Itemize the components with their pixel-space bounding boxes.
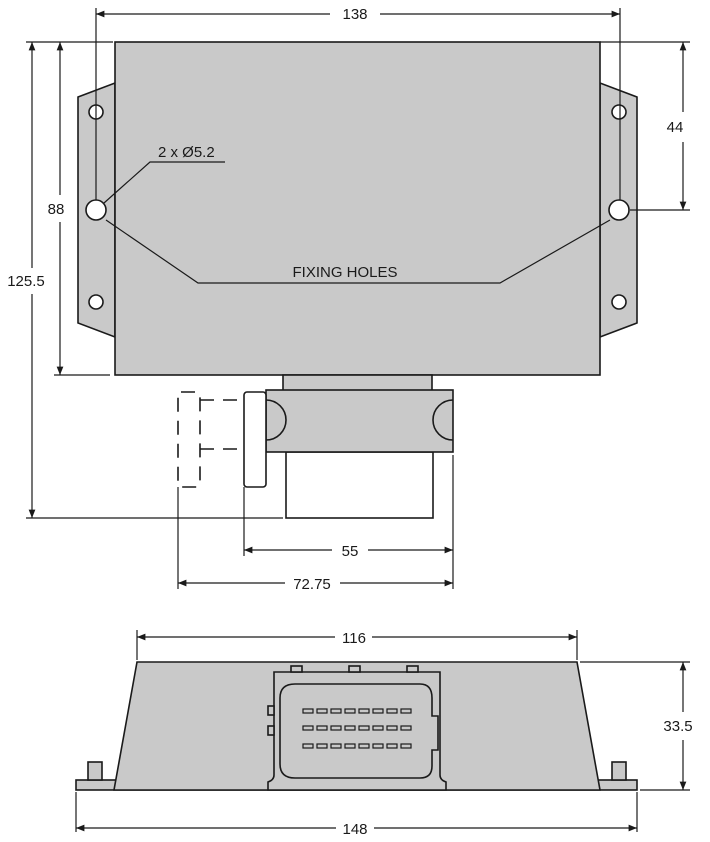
hole [611, 294, 627, 310]
fixing-hole [85, 199, 107, 221]
hole-label: 2 x Ø5.2 [158, 144, 215, 161]
fixing-hole [608, 199, 630, 221]
connector-pin [344, 743, 356, 749]
connector-pin [302, 708, 314, 714]
top-view: 2 x Ø5.2 FIXING HOLES 138 44 88 125.5 [7, 6, 690, 593]
connector-pin [302, 743, 314, 749]
side-view: 116 33.5 148 [75, 630, 693, 838]
connector-pin [386, 743, 398, 749]
connector-pin [330, 725, 342, 731]
connector-pin [316, 708, 328, 714]
connector-pin [344, 708, 356, 714]
dim-88: 88 [48, 201, 65, 218]
stud [87, 761, 103, 781]
connector-pin [358, 708, 370, 714]
dim-33-5: 33.5 [663, 718, 692, 735]
connector-body [265, 389, 454, 453]
hole [611, 104, 627, 120]
dim-55: 55 [342, 543, 359, 560]
fixing-holes-label: FIXING HOLES [292, 264, 397, 281]
connector-pin [316, 725, 328, 731]
hole [88, 294, 104, 310]
connector-pin [372, 743, 384, 749]
connector-pin [330, 743, 342, 749]
connector-pin [358, 725, 370, 731]
connector-below [285, 451, 434, 519]
connector-pin [400, 725, 412, 731]
dim-44: 44 [667, 119, 684, 136]
connector-pin [316, 743, 328, 749]
connector-pin [302, 725, 314, 731]
dim-125-5: 125.5 [7, 273, 45, 290]
connector-pin [330, 708, 342, 714]
connector-pin [358, 743, 370, 749]
dim-138: 138 [342, 6, 367, 23]
main-body [114, 41, 601, 376]
stud [611, 761, 627, 781]
connector-pin [372, 708, 384, 714]
connector-pin [386, 708, 398, 714]
connector-pin [386, 725, 398, 731]
connector-face [279, 683, 439, 779]
latch [243, 391, 267, 488]
connector-pins [302, 708, 412, 749]
connector-neck [282, 374, 433, 392]
dim-72-75: 72.75 [293, 576, 331, 593]
connector-pin [400, 708, 412, 714]
connector-pin [372, 725, 384, 731]
connector-pin [400, 743, 412, 749]
latch-open-position [177, 391, 201, 488]
dim-116: 116 [342, 630, 366, 647]
dim-148: 148 [342, 821, 367, 838]
connector-pin [344, 725, 356, 731]
